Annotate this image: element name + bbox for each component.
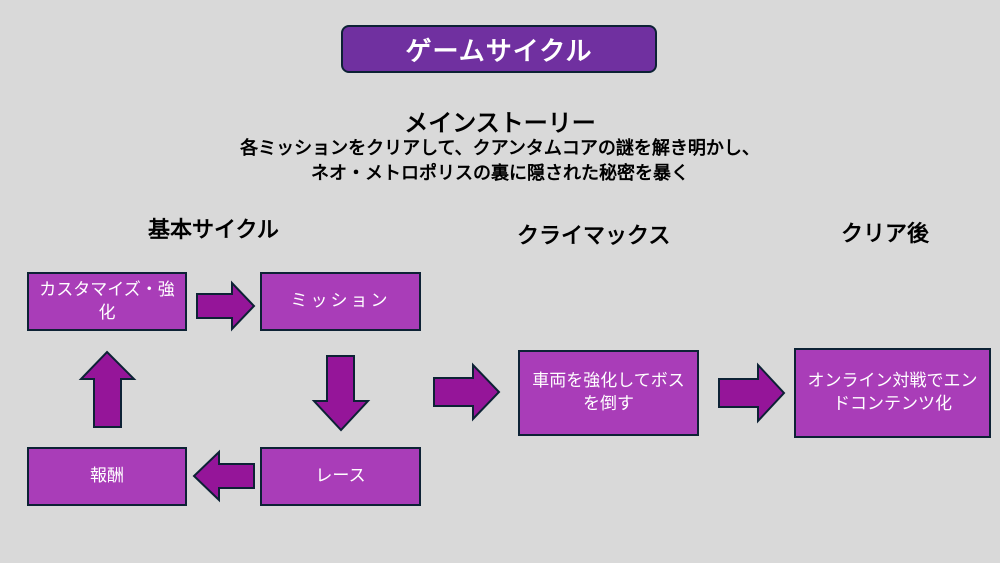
arrow-down-icon [311,355,371,432]
node-customize: カスタマイズ・強化 [27,272,187,331]
node-race: レース [260,447,421,506]
node-post-clear-text: オンライン対戦でエンドコンテンツ化 [807,371,978,414]
node-race-text: レース [315,466,366,486]
diagram-title: ゲームサイクル [341,25,657,73]
node-mission: ミッション [260,272,421,331]
main-story-description: 各ミッションをクリアして、クアンタムコアの謎を解き明かし、 ネオ・メトロポリスの… [0,136,1000,186]
node-climax-text: 車両を強化してボスを倒す [532,371,685,414]
node-climax: 車両を強化してボスを倒す [518,350,699,436]
section-label-post-clear: クリア後 [841,222,930,247]
node-customize-text: カスタマイズ・強化 [39,279,175,323]
arrow-right-icon [718,362,786,424]
section-label-basic-cycle: 基本サイクル [148,218,279,243]
arrow-up-icon [78,350,137,428]
arrow-right-icon [196,280,256,332]
main-story-description-line-1: 各ミッションをクリアして、クアンタムコアの謎を解き明かし、 [240,138,760,159]
node-reward-text: 報酬 [90,466,124,486]
node-post-clear: オンライン対戦でエンドコンテンツ化 [794,348,991,438]
arrow-left-icon [192,449,255,503]
node-mission-text: ミッション [290,291,391,311]
section-label-climax: クライマックス [517,224,671,249]
node-reward: 報酬 [27,447,187,506]
arrow-right-icon [433,362,501,422]
main-story-description-line-2: ネオ・メトロポリスの裏に隠された秘密を暴く [311,163,689,184]
diagram-title-text: ゲームサイクル [405,36,593,67]
main-story-heading: メインストーリー [404,109,596,137]
